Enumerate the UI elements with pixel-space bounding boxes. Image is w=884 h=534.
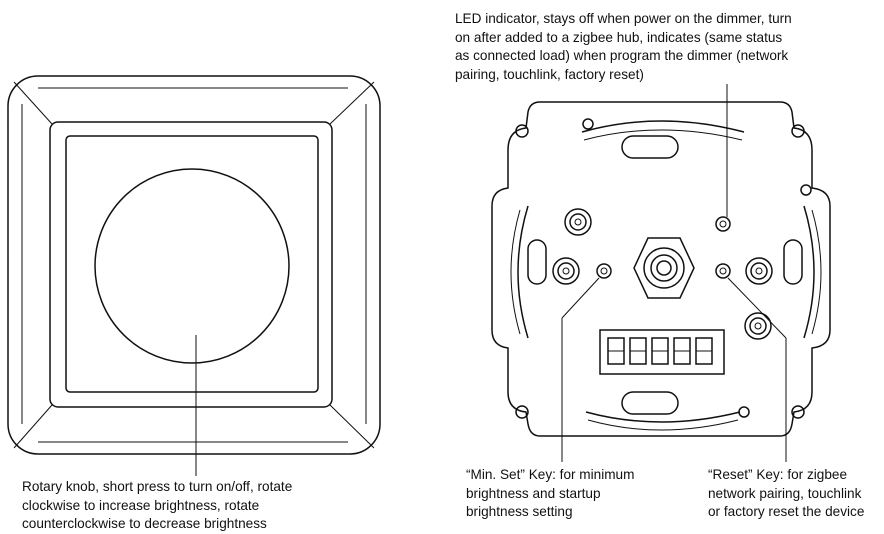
annotation-line: network pairing, touchlink <box>708 485 862 501</box>
slot-left-inner <box>510 209 521 335</box>
annotation-line: as connected load) when program the dimm… <box>455 48 789 63</box>
slot-right-inner <box>811 209 822 335</box>
oval-cutout-top <box>621 135 679 159</box>
led-indicator <box>715 216 731 232</box>
insert-body <box>491 101 831 437</box>
mount-hole-right <box>800 184 812 196</box>
annotation-line: or factory reset the device <box>708 504 865 519</box>
slot-top-inner <box>583 129 743 141</box>
reset-leader-line <box>727 277 787 339</box>
bevel-line-bl <box>13 404 53 449</box>
mount-hole-tr <box>791 124 805 138</box>
annotation-line: clockwise to increase brightness, rotate <box>22 497 260 513</box>
mount-hole-tl <box>515 124 529 138</box>
annotation-line: brightness and startup <box>466 485 601 501</box>
mount-hole-bl <box>515 405 529 419</box>
min-set-leader-line <box>561 277 600 319</box>
oval-cutout-right <box>783 239 803 285</box>
annotation-line: on after added to a zigbee hub, indicate… <box>455 29 783 45</box>
front-view <box>7 75 381 476</box>
terminal-screw-upper-left <box>564 208 592 236</box>
reset-key[interactable] <box>715 263 731 279</box>
annotation-line: pairing, touchlink, factory reset) <box>455 66 644 82</box>
front-plate <box>65 135 319 393</box>
bevel-line-tl <box>13 81 53 125</box>
slot-bottom-inner <box>587 419 739 431</box>
slot-top <box>581 120 745 133</box>
terminal-screw-lower-right <box>744 312 772 340</box>
outer-frame <box>7 75 381 455</box>
dip-switch-block <box>599 329 725 375</box>
slot-left <box>517 205 529 339</box>
terminal-screw-right <box>745 257 773 285</box>
annotation-line: “Min. Set” Key: for minimum <box>466 467 635 482</box>
slot-right <box>803 205 815 339</box>
knob-shaft-nut <box>633 237 695 299</box>
mount-hole-bottom <box>738 406 750 418</box>
min-set-key[interactable] <box>596 263 612 279</box>
min-set-key-annotation: “Min. Set” Key: for minimum brightness a… <box>466 466 634 522</box>
slot-bottom <box>585 411 741 423</box>
annotation-line: counterclockwise to decrease brightness <box>22 516 267 531</box>
terminal-screw-left <box>552 257 580 285</box>
annotation-line: LED indicator, stays off when power on t… <box>455 11 792 26</box>
insert-view <box>491 84 831 462</box>
mount-hole-br <box>791 405 805 419</box>
led-indicator-annotation: LED indicator, stays off when power on t… <box>455 10 792 84</box>
annotation-line: Rotary knob, short press to turn on/off,… <box>22 479 293 494</box>
annotation-line: “Reset” Key: for zigbee <box>708 467 848 482</box>
rotary-knob-annotation: Rotary knob, short press to turn on/off,… <box>22 478 292 534</box>
oval-cutout-left <box>527 239 547 285</box>
annotation-line: brightness setting <box>466 504 573 519</box>
reset-key-annotation: “Reset” Key: for zigbee network pairing,… <box>708 466 864 522</box>
bevel-line-br <box>329 404 375 449</box>
inner-frame <box>49 121 333 408</box>
oval-cutout-bottom <box>621 391 679 415</box>
mount-hole-top <box>582 118 594 130</box>
bevel-line-tr <box>329 81 375 125</box>
rotary-knob[interactable] <box>94 168 290 364</box>
